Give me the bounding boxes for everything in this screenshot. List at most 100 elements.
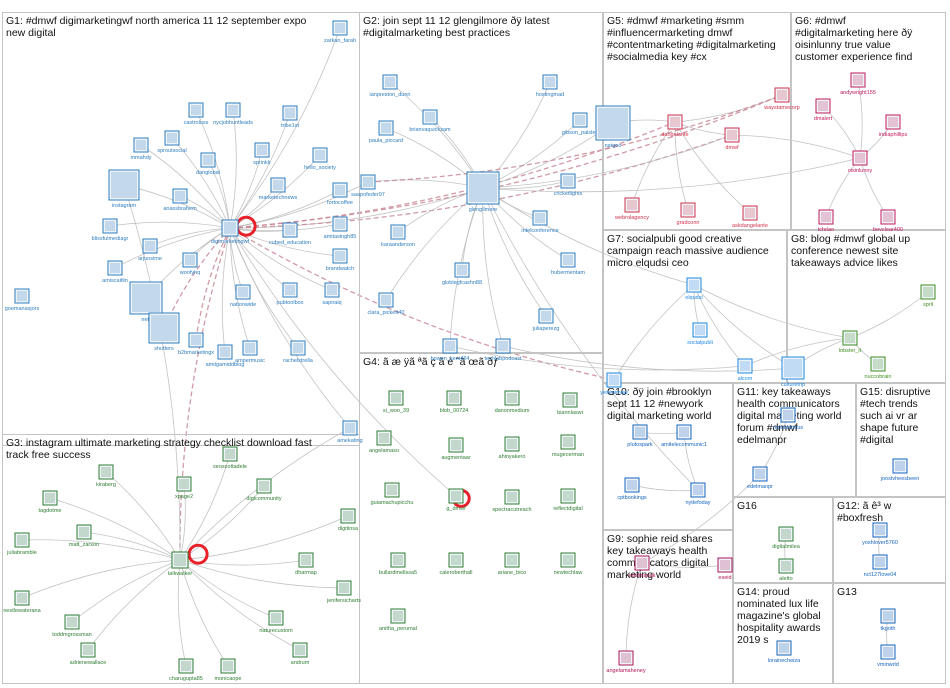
node-ariane_bico[interactable]: ariane_bico: [498, 552, 526, 576]
node-fortocoffee[interactable]: fortocoffee: [327, 182, 353, 206]
node-tagdotme[interactable]: tagdotme: [39, 490, 62, 514]
node-nycjobhuntleads[interactable]: nycjobhuntleads: [213, 102, 253, 126]
node-marketechnews[interactable]: marketechnews: [259, 177, 298, 201]
node-andywright155[interactable]: andywright155: [840, 72, 876, 96]
node-caleroberthall[interactable]: caleroberthall: [439, 552, 473, 576]
node-monicaope[interactable]: monicaope: [215, 658, 242, 682]
node-dangelante[interactable]: dangelante: [661, 114, 689, 138]
node-naturecustom[interactable]: naturecustom: [259, 610, 293, 634]
node-goemanasjors[interactable]: goemanasjors: [5, 288, 40, 312]
node-edelmanpr[interactable]: edelmanpr: [747, 466, 773, 490]
node-seoscottadele[interactable]: seoscottadele: [213, 446, 247, 470]
node-indiaphillips[interactable]: indiaphillips: [879, 114, 908, 138]
node-socialpubli[interactable]: socialpubli: [687, 322, 713, 346]
node-dharmap[interactable]: dharmap: [295, 552, 317, 576]
node-zarkan_farah[interactable]: zarkan_farah: [324, 20, 356, 44]
node-alcomm[interactable]: alcom: [737, 358, 753, 382]
node-yesenimaw[interactable]: yesenimaw: [600, 372, 628, 396]
node-rachelstrella[interactable]: rachelstrella: [283, 340, 314, 364]
node-nestlewaterana[interactable]: nestlewaterana: [3, 590, 42, 614]
node-natgeo[interactable]: natgeo: [595, 105, 631, 149]
node-ampermusic[interactable]: ampermusic: [235, 340, 265, 364]
node-globlegfcashn88[interactable]: globlegfcashn88: [442, 262, 482, 286]
node-arjunsime[interactable]: arjunsime: [138, 238, 162, 262]
node-gibson_palsley[interactable]: gibson_palsley: [562, 112, 599, 136]
node-paula_piccard[interactable]: paula_piccard: [369, 120, 403, 144]
node-bowen_kent424[interactable]: bowen_kent424: [431, 338, 470, 362]
node-amitasingh85[interactable]: amitasingh85: [324, 216, 357, 240]
node-hostingmad[interactable]: hostingmad: [536, 74, 564, 98]
node-danglobal[interactable]: danglobal: [196, 152, 220, 176]
node-digimarketingwf[interactable]: digimarketingwf: [211, 219, 250, 245]
node-newtechlaw[interactable]: newtechlaw: [554, 552, 583, 576]
node-juliabramble[interactable]: juliabramble: [6, 532, 37, 556]
node-jenifersicharts[interactable]: jenifersicharts: [326, 580, 361, 604]
node-shutterstock[interactable]: shutters: [148, 312, 180, 352]
node-bullardmellssa5[interactable]: bullardmellssa5: [379, 552, 417, 576]
node-charugupta85[interactable]: charugupta85: [169, 658, 203, 682]
node-glengilmore[interactable]: glengilmore: [466, 171, 500, 213]
node-anassbrahem[interactable]: anassbrahem: [163, 188, 197, 212]
node-techlabpodcast[interactable]: techlabpodcast: [485, 338, 522, 362]
node-danonmedium[interactable]: danonmedium: [495, 390, 530, 414]
node-nationwide[interactable]: nationwide: [230, 284, 256, 308]
node-tkgoth[interactable]: tkgoth: [880, 608, 896, 632]
node-brianvaquickzam[interactable]: brianvaquickzam: [409, 109, 451, 133]
node-digitalmilea[interactable]: digitalmilea: [772, 526, 801, 550]
node-aletto[interactable]: aletto: [778, 558, 794, 582]
node-elqudsi[interactable]: elqudsi: [685, 277, 703, 301]
node-digicommunity[interactable]: digicommunity: [246, 478, 282, 502]
node-eseid[interactable]: eseid: [717, 557, 733, 581]
node-kiraberg[interactable]: kiraberg: [96, 464, 116, 488]
node-intelconference[interactable]: intelconference: [521, 210, 559, 234]
node-nytlefoday[interactable]: nytlefoday: [685, 482, 711, 506]
node-guiamachupicchu[interactable]: guiamachupicchu: [371, 482, 414, 506]
node-woofyhq[interactable]: woofyhq: [179, 252, 201, 276]
node-karaanderson[interactable]: karaanderson: [381, 224, 415, 248]
node-lobster_it[interactable]: lobster_it: [839, 330, 862, 354]
node-toddmgrossman[interactable]: toddmgrossman: [52, 614, 92, 638]
node-joostvheesbeen[interactable]: joostvheesbeen: [880, 458, 920, 482]
node-adrienewallace[interactable]: adrienewallace: [70, 642, 107, 666]
node-clara_pickett40[interactable]: clara_pickett40: [368, 292, 405, 316]
node-si_woo_39[interactable]: si_woo_39: [383, 390, 409, 414]
node-angelamaheney[interactable]: angelamaheney: [606, 650, 646, 674]
node-dmalert[interactable]: dmalert: [814, 98, 833, 122]
node-hubermentam[interactable]: hubermentam: [551, 252, 585, 276]
node-digitinsa[interactable]: digitinsa: [338, 508, 359, 532]
node-edelmanuk[interactable]: edelmanuk: [629, 555, 656, 579]
node-pubtoolbox[interactable]: pubtoolbox: [277, 282, 304, 306]
node-waystamecorp[interactable]: waystamecorp: [763, 87, 800, 111]
node-culturetrip[interactable]: culturetrip: [781, 356, 805, 388]
node-castroluss[interactable]: castroluss: [184, 102, 209, 126]
node-blissfulmediagr[interactable]: blissfulmediagr: [92, 218, 129, 242]
node-netflix[interactable]: netf: [129, 281, 163, 323]
node-andrum[interactable]: andrum: [291, 642, 310, 666]
node-g_dmwf[interactable]: g_dmwf: [446, 488, 466, 512]
node-mugecerman[interactable]: mugecerman: [552, 434, 584, 458]
node-spectracutreach[interactable]: spectracutreach: [492, 489, 532, 513]
node-hello_society[interactable]: hello_society: [304, 147, 336, 171]
node-anitha_perumal[interactable]: anitha_perumal: [379, 608, 417, 632]
node-gradconn[interactable]: gradconn: [677, 202, 700, 226]
node-sprinklr[interactable]: sprinklr: [253, 142, 271, 166]
node-cubed_education[interactable]: cubed_education: [269, 222, 311, 246]
node-matt_zarson[interactable]: matt_zarson: [69, 524, 99, 548]
node-dmwf[interactable]: dmwf: [724, 127, 740, 151]
node-amitelecommunic1[interactable]: amitelecommunic1: [661, 424, 707, 448]
node-oisinlunny[interactable]: oisinlunny: [848, 150, 873, 174]
node-tribe1st[interactable]: tribe1st: [281, 105, 300, 129]
node-nct127love04[interactable]: nct127love04: [864, 554, 897, 578]
node-amitgamiddblog[interactable]: amitgamiddblog: [206, 344, 245, 368]
node-webrolagency[interactable]: webrolagency: [614, 197, 649, 221]
node-vminwrld[interactable]: vminwrld: [877, 644, 899, 668]
node-askdangelante[interactable]: askdangelante: [732, 205, 768, 229]
node-talkwalker[interactable]: talkwalker: [168, 551, 193, 577]
node-b2bmarketingx[interactable]: b2bmarketingx: [178, 332, 214, 356]
node-augmentaar[interactable]: augmentaar: [441, 437, 471, 461]
node-cricketlights[interactable]: cricketlights: [554, 173, 583, 197]
node-nuccobrain[interactable]: nuccobrain: [865, 356, 892, 380]
node-amekating[interactable]: amekating: [337, 420, 363, 444]
node-reputationus[interactable]: reputationus: [773, 407, 804, 431]
node-xpage2[interactable]: xpage2: [175, 476, 193, 500]
